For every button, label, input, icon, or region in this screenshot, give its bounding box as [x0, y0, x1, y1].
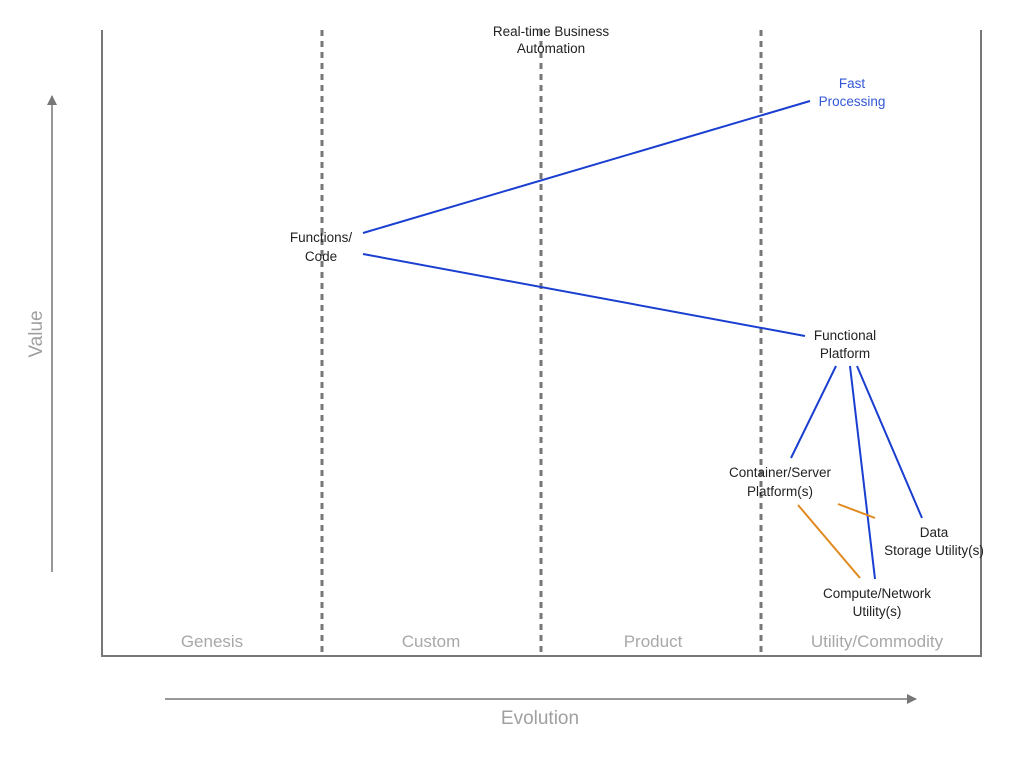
node-functional-platform: Functional Platform — [814, 328, 876, 361]
stage-label-custom: Custom — [402, 632, 461, 651]
node-fast-processing: Fast Processing — [819, 76, 886, 109]
node-label-line: Platform(s) — [747, 484, 813, 499]
link-functions-to-functional-platform — [362, 253, 806, 337]
node-label-line: Real-time Business — [493, 24, 610, 39]
node-label-line: Storage Utility(s) — [884, 543, 984, 558]
node-label-line: Fast — [839, 76, 866, 91]
node-label-line: Platform — [820, 346, 870, 361]
node-compute-network-utilities: Compute/Network Utility(s) — [823, 586, 931, 619]
stage-label-utility-commodity: Utility/Commodity — [811, 632, 944, 651]
link-functional-platform-to-compute-network — [849, 365, 876, 580]
node-label-line: Utility(s) — [853, 604, 902, 619]
node-data-storage-utilities: Data Storage Utility(s) — [884, 525, 984, 558]
link-functional-platform-to-container-server — [790, 365, 837, 459]
node-label-line: Processing — [819, 94, 886, 109]
link-functions-to-fast-processing — [362, 100, 811, 234]
node-label-line: Container/Server — [729, 465, 832, 480]
node-label-line: Compute/Network — [823, 586, 931, 601]
node-label-line: Automation — [517, 41, 585, 56]
node-label-line: Data — [920, 525, 949, 540]
node-label-line: Functional — [814, 328, 876, 343]
stage-label-genesis: Genesis — [181, 632, 243, 651]
link-functional-platform-to-data-storage — [856, 365, 923, 519]
value-axis-title: Value — [26, 310, 47, 357]
node-functions-code: Functions/ Code — [290, 230, 353, 264]
link-container-server-to-data-storage — [837, 503, 876, 519]
link-container-server-to-compute-network — [797, 504, 861, 579]
evolution-axis-title: Evolution — [501, 708, 579, 729]
node-container-server-platforms: Container/Server Platform(s) — [729, 465, 832, 499]
node-label-line: Code — [305, 249, 337, 264]
node-label-line: Functions/ — [290, 230, 353, 245]
stage-label-product: Product — [624, 632, 683, 651]
node-realtime-business-automation: Real-time Business Automation — [493, 24, 610, 56]
